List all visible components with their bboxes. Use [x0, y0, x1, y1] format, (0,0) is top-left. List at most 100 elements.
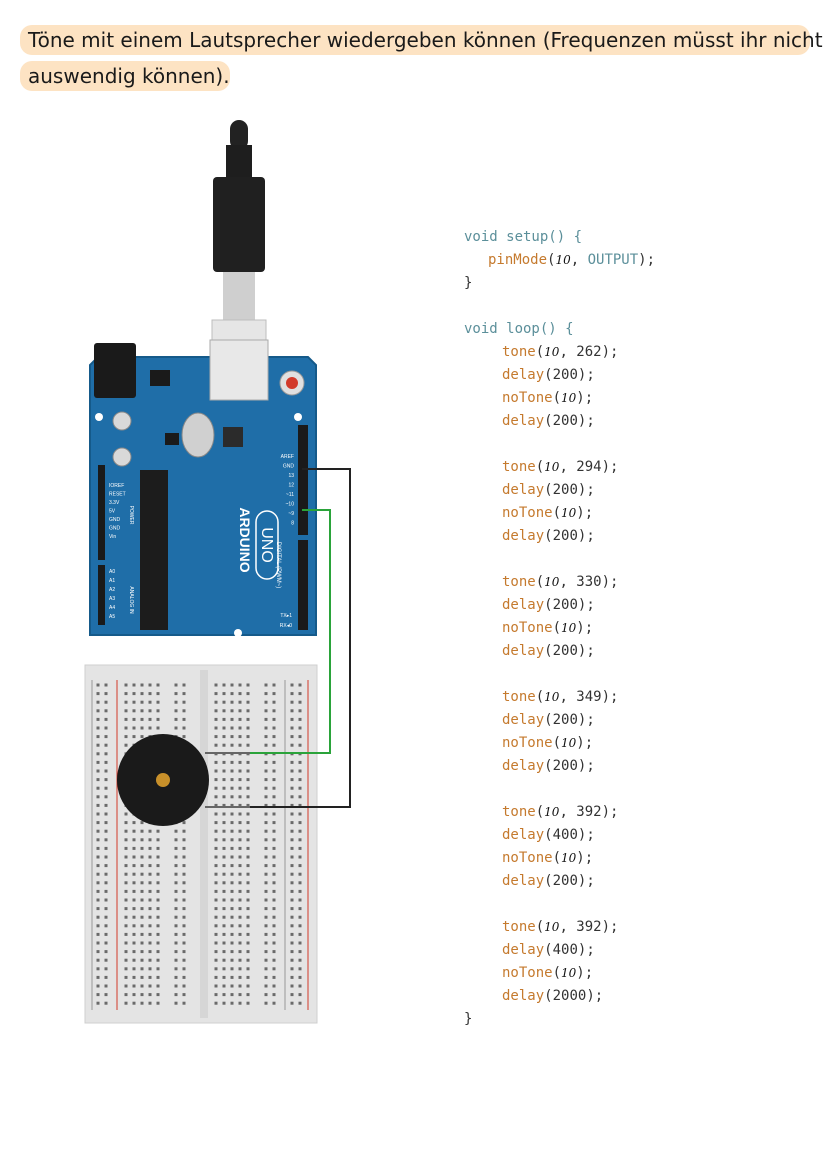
- delay-value: 200: [552, 597, 578, 613]
- pin-value: 10: [544, 345, 560, 359]
- pin-label: AREF: [281, 454, 294, 460]
- code-line: }: [464, 275, 473, 291]
- code-line: delay(200);: [502, 643, 595, 659]
- notone-call: noTone: [502, 850, 553, 866]
- pin-value: 10: [561, 851, 577, 865]
- usb-chip: [223, 427, 243, 447]
- notone-call: noTone: [502, 390, 553, 406]
- code-line: noTone(10);: [502, 850, 594, 866]
- code-line: noTone(10);: [502, 735, 594, 751]
- notone-call: noTone: [502, 965, 553, 981]
- code-line: pinMode(10, OUTPUT);: [488, 252, 656, 268]
- green-wire: [250, 509, 331, 754]
- code-line: void loop() {: [464, 318, 655, 341]
- pin-value: 10: [544, 920, 560, 934]
- pin-value: 10: [544, 805, 560, 819]
- usb-port: [209, 339, 269, 401]
- pin-label: 12: [288, 483, 294, 489]
- code-line: void setup() {: [464, 226, 655, 249]
- tx-label: TX▸1: [280, 613, 292, 619]
- pin-value: 10: [561, 391, 577, 405]
- tone-call: tone: [502, 344, 536, 360]
- code-line: tone(10, 330);: [502, 574, 619, 590]
- capacitor-1: [112, 411, 132, 431]
- code-line: noTone(10);: [502, 390, 594, 406]
- delay-call: delay: [502, 758, 545, 774]
- code-line: }: [464, 1011, 473, 1027]
- pin-value: 10: [544, 690, 560, 704]
- delay-call: delay: [502, 597, 545, 613]
- pin-label: 5V: [109, 509, 116, 515]
- power-jack: [94, 343, 136, 398]
- delay-value: 200: [552, 367, 578, 383]
- delay-value: 400: [552, 942, 578, 958]
- loop-signature: void loop() {: [464, 321, 574, 337]
- delay-call: delay: [502, 413, 545, 429]
- tone-call: tone: [502, 919, 536, 935]
- code-line: delay(400);: [502, 942, 595, 958]
- pin-value: 10: [544, 575, 560, 589]
- delay-value: 200: [552, 643, 578, 659]
- code-line: noTone(10);: [502, 965, 594, 981]
- model-label: UNO: [258, 527, 275, 563]
- pinmode-call: pinMode: [488, 252, 548, 268]
- arduino-board: ARDUINO UNO DIGITAL (PWM~) POWER ANALOG …: [89, 339, 317, 637]
- code-listing: void setup() { pinMode(10, OUTPUT); } vo…: [464, 226, 655, 1031]
- pin-label: GND: [283, 464, 295, 470]
- delay-call: delay: [502, 528, 545, 544]
- delay-value: 200: [552, 482, 578, 498]
- pin-value: 10: [561, 621, 577, 635]
- pin-label: ~10: [286, 502, 295, 508]
- delay-value: 200: [552, 712, 578, 728]
- code-line: delay(200);: [502, 413, 595, 429]
- tone-call: tone: [502, 804, 536, 820]
- code-line: delay(200);: [502, 712, 595, 728]
- delay-value: 200: [552, 413, 578, 429]
- pin-value: 10: [544, 460, 560, 474]
- capacitor-2: [112, 447, 132, 467]
- code-line: delay(200);: [502, 482, 595, 498]
- code-line: noTone(10);: [502, 620, 594, 636]
- breadboard: [84, 664, 318, 1024]
- digital-header-top: [298, 425, 308, 535]
- delay-value: 2000: [552, 988, 587, 1004]
- crystal: [181, 412, 215, 458]
- tone-call: tone: [502, 459, 536, 475]
- frequency-value: 392: [576, 804, 602, 820]
- code-line: delay(200);: [502, 758, 595, 774]
- code-line: delay(200);: [502, 528, 595, 544]
- black-wire: [250, 468, 351, 808]
- code-line: tone(10, 262);: [502, 344, 619, 360]
- buzzer-center: [156, 773, 170, 787]
- pin-label: Vin: [109, 534, 116, 540]
- microcontroller-chip: [140, 470, 168, 630]
- analog-header: [98, 565, 105, 625]
- digital-label: DIGITAL (PWM~): [275, 542, 281, 589]
- notone-call: noTone: [502, 620, 553, 636]
- frequency-value: 349: [576, 689, 602, 705]
- pin-value: 10: [561, 736, 577, 750]
- pin-label: A1: [109, 578, 115, 584]
- frequency-value: 330: [576, 574, 602, 590]
- analog-label: ANALOG IN: [128, 586, 134, 614]
- code-line: noTone(10);: [502, 505, 594, 521]
- setup-signature: void setup() {: [464, 229, 583, 245]
- delay-call: delay: [502, 643, 545, 659]
- pin-label: A0: [109, 569, 115, 575]
- code-line: tone(10, 392);: [502, 919, 619, 935]
- pin-value: 10: [561, 506, 577, 520]
- pin-label: IOREF: [109, 483, 124, 489]
- tone-call: tone: [502, 689, 536, 705]
- code-line: delay(200);: [502, 597, 595, 613]
- delay-call: delay: [502, 942, 545, 958]
- pin-label: 13: [288, 473, 294, 479]
- pin-label: ~11: [286, 492, 294, 498]
- frequency-value: 262: [576, 344, 602, 360]
- delay-value: 200: [552, 873, 578, 889]
- tone-call: tone: [502, 574, 536, 590]
- pin-label: RESET: [109, 492, 126, 498]
- code-line: delay(400);: [502, 827, 595, 843]
- code-line: tone(10, 392);: [502, 804, 619, 820]
